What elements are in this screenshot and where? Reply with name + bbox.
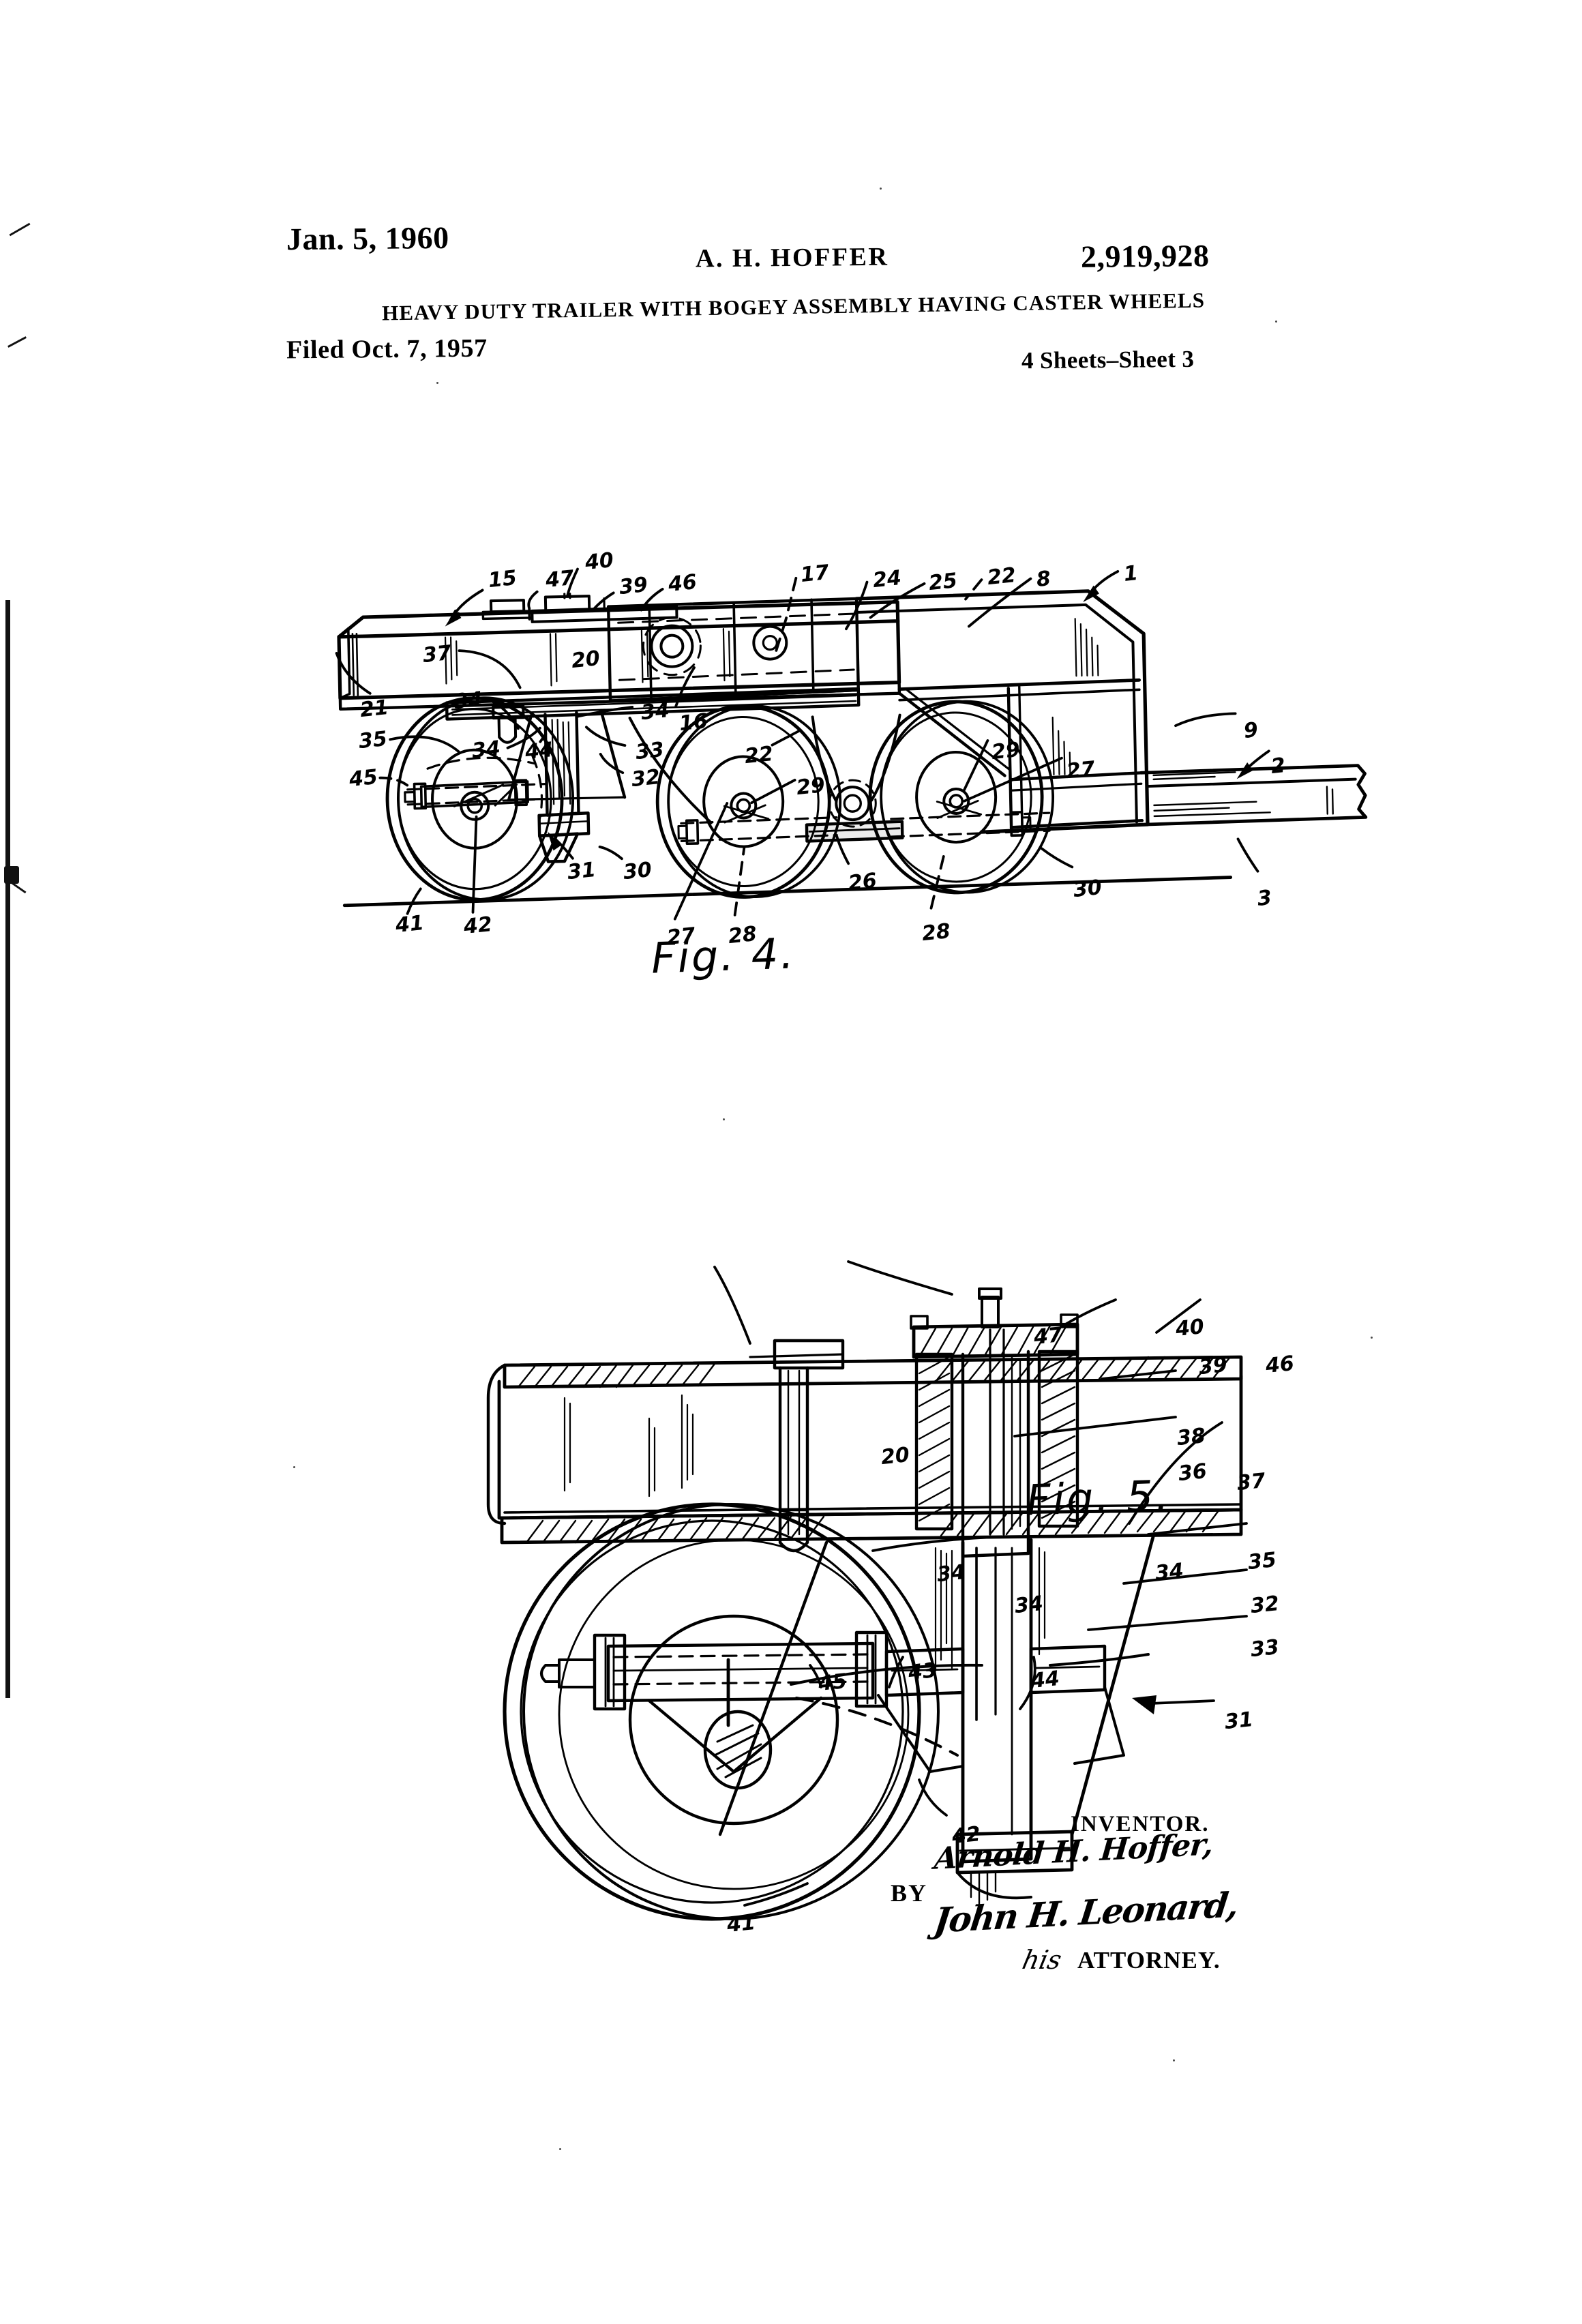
reference-numeral-46: 46 <box>667 569 698 597</box>
reference-numeral-9: 9 <box>1242 718 1259 743</box>
attorney-label: ATTORNEY. <box>1077 1947 1221 1973</box>
scan-edge-artifact <box>5 600 10 1698</box>
paper-speck <box>436 382 438 384</box>
figure-4-drawing <box>335 567 1368 921</box>
inventor-label: INVENTOR. <box>1071 1812 1210 1836</box>
reference-numeral-30: 30 <box>622 857 653 885</box>
reference-numeral-44: 44 <box>1030 1666 1061 1694</box>
reference-numeral-17: 17 <box>799 560 831 588</box>
reference-numeral-34: 34 <box>453 687 484 715</box>
figure-5-drawing <box>486 1260 1248 1921</box>
patent-title: HEAVY DUTY TRAILER WITH BOGEY ASSEMBLY H… <box>381 288 1206 325</box>
paper-speck <box>1173 2059 1175 2061</box>
scan-tick-artifact <box>9 222 31 237</box>
figure-5-caption: Fig. 5. <box>1025 1470 1172 1525</box>
reference-numeral-34: 34 <box>936 1560 967 1588</box>
reference-numeral-2: 2 <box>1270 754 1287 779</box>
reference-numeral-44: 44 <box>524 737 555 765</box>
reference-numeral-1: 1 <box>1122 561 1139 586</box>
reference-numeral-32: 32 <box>630 764 661 792</box>
sheet-number: 4 Sheets–Sheet 3 <box>1021 345 1195 374</box>
reference-numeral-27: 27 <box>666 923 697 951</box>
reference-numeral-46: 46 <box>1264 1351 1296 1379</box>
reference-numeral-20: 20 <box>880 1442 911 1470</box>
reference-numeral-33: 33 <box>1249 1635 1281 1663</box>
reference-numeral-39: 39 <box>1197 1352 1229 1380</box>
reference-numeral-34: 34 <box>1013 1591 1045 1619</box>
paper-speck <box>723 1118 725 1120</box>
reference-numeral-43: 43 <box>907 1658 938 1686</box>
paper-speck <box>1371 1337 1373 1339</box>
reference-numeral-39: 39 <box>618 572 649 600</box>
reference-numeral-42: 42 <box>462 912 494 940</box>
reference-numeral-22: 22 <box>743 741 775 769</box>
his-label: his <box>1019 1945 1064 1975</box>
reference-numeral-38: 38 <box>1176 1423 1207 1451</box>
reference-numeral-28: 28 <box>727 921 758 949</box>
reference-numeral-31: 31 <box>566 857 597 885</box>
reference-numeral-45: 45 <box>348 764 379 792</box>
reference-numeral-34: 34 <box>640 698 671 726</box>
scan-tick-artifact <box>10 881 27 894</box>
reference-numeral-20: 20 <box>570 646 601 674</box>
reference-numeral-32: 32 <box>1249 1591 1281 1619</box>
reference-numeral-31: 31 <box>1223 1707 1255 1735</box>
reference-numeral-26: 26 <box>847 868 878 896</box>
reference-numeral-41: 41 <box>394 910 426 938</box>
reference-numeral-41: 41 <box>726 1910 757 1938</box>
reference-numeral-47: 47 <box>544 565 576 593</box>
reference-numeral-35: 35 <box>1247 1547 1278 1575</box>
reference-numeral-22: 22 <box>986 563 1017 591</box>
reference-numeral-36: 36 <box>1177 1459 1208 1487</box>
reference-numeral-40: 40 <box>1174 1314 1206 1342</box>
by-label: BY <box>891 1879 928 1907</box>
inventor-initials: A. H. HOFFER <box>695 242 889 273</box>
reference-numeral-15: 15 <box>487 565 518 593</box>
reference-numeral-37: 37 <box>421 640 453 668</box>
scan-tick-artifact <box>8 336 27 348</box>
reference-numeral-21: 21 <box>359 695 390 723</box>
reference-numeral-16: 16 <box>678 709 709 736</box>
reference-numeral-24: 24 <box>871 565 903 593</box>
reference-numeral-30: 30 <box>1072 875 1103 903</box>
scan-blob-artifact <box>4 866 19 884</box>
paper-speck <box>559 2148 561 2150</box>
reference-numeral-47: 47 <box>1032 1322 1064 1350</box>
reference-numeral-33: 33 <box>634 737 666 765</box>
issue-date: Jan. 5, 1960 <box>286 220 449 257</box>
reference-numeral-35: 35 <box>357 726 389 754</box>
reference-numeral-8: 8 <box>1035 567 1052 592</box>
reference-numeral-28: 28 <box>921 919 952 947</box>
reference-numeral-27: 27 <box>1065 756 1096 784</box>
paper-speck <box>1275 321 1277 323</box>
paper-speck <box>293 1466 295 1468</box>
reference-numeral-40: 40 <box>584 548 615 576</box>
paper-speck <box>880 188 882 190</box>
reference-numeral-45: 45 <box>817 1669 848 1697</box>
reference-numeral-29: 29 <box>795 773 826 801</box>
reference-numeral-3: 3 <box>1256 886 1273 911</box>
filing-date: Filed Oct. 7, 1957 <box>286 333 488 365</box>
reference-numeral-34: 34 <box>471 736 502 764</box>
patent-number: 2,919,928 <box>1080 238 1210 274</box>
reference-numeral-37: 37 <box>1236 1468 1267 1496</box>
reference-numeral-34: 34 <box>1154 1558 1185 1586</box>
reference-numeral-25: 25 <box>927 568 959 596</box>
reference-numeral-29: 29 <box>990 737 1021 765</box>
